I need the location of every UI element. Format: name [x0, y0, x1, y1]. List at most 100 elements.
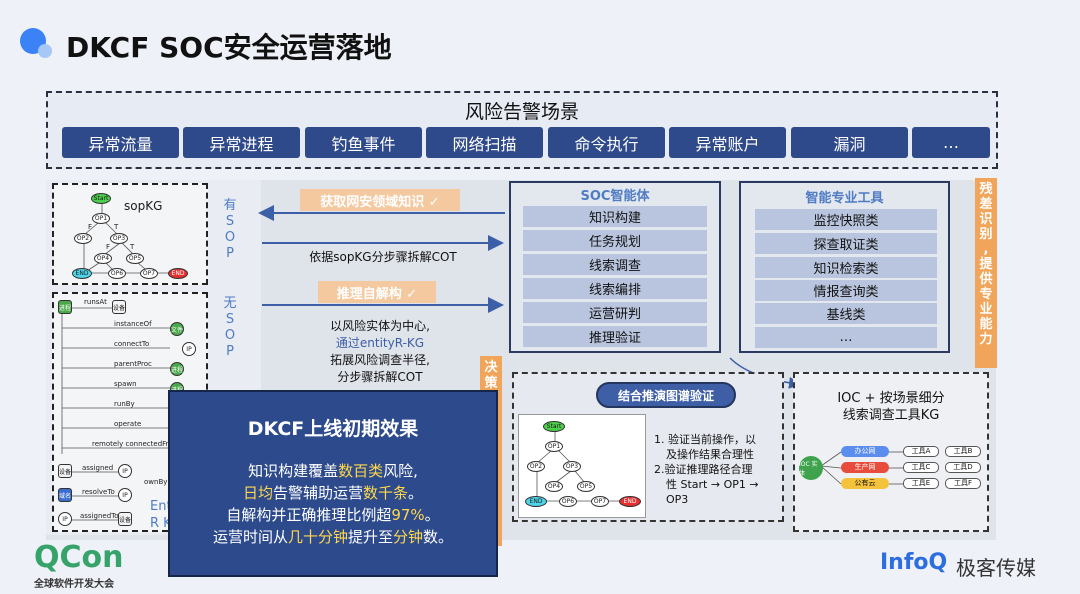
popup-text: 风险,: [383, 462, 418, 480]
entity-center-note: 以风险实体为中心, 通过entityR-KG 拓展风险调查半径, 分步骤拆解CO…: [290, 318, 470, 386]
tool-item: 探查取证类: [755, 233, 937, 254]
sop-node: OP3: [110, 233, 128, 244]
entity-node: IP: [118, 464, 132, 478]
banner-char: ,: [983, 242, 989, 257]
risk-chip: 异常账户: [669, 127, 786, 158]
has-sop-char: O: [224, 230, 236, 245]
ioc-tool: 工具E: [903, 478, 939, 489]
popup-highlight: 日均: [242, 484, 273, 502]
sop-node: OP5: [126, 253, 144, 264]
entity-node: IP: [118, 488, 132, 502]
risk-chip: 漏洞: [791, 127, 908, 158]
qcon-logo: QCon: [34, 540, 124, 575]
sop-node-start: Start: [91, 193, 111, 204]
ioc-title-line: IOC + 按场景细分: [837, 391, 945, 406]
verification-title: 结合推演图谱验证: [596, 382, 736, 408]
relation-label: resolveTo: [82, 488, 115, 496]
ioc-tool: 工具C: [903, 462, 939, 473]
risk-chip: 网络扫描: [426, 127, 543, 158]
ioc-edges: [820, 451, 903, 485]
entity-node: IP: [182, 342, 196, 356]
banner-char: 业: [979, 302, 993, 317]
popup-text: 运营时间从: [212, 528, 288, 546]
has-sop-char: S: [225, 214, 235, 229]
sop-node: OP2: [74, 233, 92, 244]
popup-text: 。: [408, 484, 424, 502]
banner-char: 能: [979, 317, 993, 332]
sop-decompose-note: 依据sopKG分步骤拆解COT: [309, 250, 457, 264]
popup-highlight: 数千条: [363, 484, 409, 502]
verify-node: OP3: [563, 461, 581, 472]
has-sop-label: 有 S O P: [222, 198, 238, 262]
reason-decompose-banner: 推理自解构 ✓: [318, 281, 436, 303]
risk-chip: 钓鱼事件: [305, 127, 422, 158]
sopkg-title: sopKG: [124, 199, 163, 213]
edge-label: F: [106, 243, 111, 251]
qcon-subtitle: 全球软件开发大会: [34, 579, 114, 590]
verify-node: OP6: [559, 496, 577, 507]
sop-node: OP6: [108, 268, 126, 279]
verify-node: OP4: [545, 481, 563, 492]
entity-node: 设备: [118, 512, 132, 526]
popup-line: 日均告警辅助运营数千条。: [170, 482, 496, 504]
popup-body: 知识构建覆盖数百类风险, 日均告警辅助运营数千条。 自解构并正确推理比例超97%…: [170, 460, 496, 548]
soc-agent-item: 线索编排: [523, 278, 707, 299]
relation-label: parentProc: [114, 360, 152, 368]
soc-agent-item: 线索调查: [523, 254, 707, 275]
sop-node-end: END: [168, 268, 188, 279]
ioc-tool: 工具A: [903, 446, 939, 457]
verify-node: OP1: [545, 441, 563, 452]
entity-note-line: 通过entityR-KG: [335, 336, 425, 350]
popup-text: 提升至: [347, 528, 393, 546]
verify-node: OP5: [577, 481, 595, 492]
no-sop-label: 无 S O P: [222, 296, 238, 360]
banner-char: 差: [979, 197, 993, 212]
entity-caption-line1: Ent: [150, 499, 172, 514]
risk-scene-panel: 风险告警场景 异常流量 异常进程 钓鱼事件 网络扫描 命令执行 异常账户 漏洞 …: [46, 91, 998, 169]
popup-highlight: 97%: [391, 506, 425, 524]
ioc-tool: 工具D: [945, 462, 981, 473]
infoq-logo: InfoQ: [880, 550, 948, 575]
verify-step-line: 1. 验证当前操作，以: [654, 433, 756, 446]
has-sop-char: 有: [223, 198, 237, 213]
ioc-title-line: 线索调查工具KG: [842, 408, 940, 423]
no-sop-char: S: [225, 312, 235, 327]
relation-label: runBy: [114, 400, 135, 408]
ioc-title: IOC + 按场景细分 线索调查工具KG: [795, 390, 987, 424]
verify-node-start: Start: [543, 421, 565, 432]
banner-char: 专: [979, 287, 993, 302]
relation-label: connectTo: [114, 340, 150, 348]
tool-item: 基线类: [755, 303, 937, 324]
soc-agent-item: 推理验证: [523, 326, 707, 347]
ioc-tool: 工具B: [945, 446, 981, 457]
popup-highlight: 数百类: [338, 462, 384, 480]
title-dot-small-icon: [38, 44, 52, 58]
popup-line: 知识构建覆盖数百类风险,: [170, 460, 496, 482]
verify-step-line: OP3: [666, 493, 689, 506]
page-title: DKCF SOC安全运营落地: [66, 31, 392, 64]
popup-highlight: 分钟: [393, 528, 424, 546]
sop-node: OP4: [94, 253, 112, 264]
popup-text: 自解构并正确推理比例超: [226, 506, 392, 524]
no-sop-char: 无: [223, 296, 237, 311]
professional-tools-panel: 智能专业工具 监控快照类 探查取证类 知识检索类 情报查询类 基线类 …: [739, 181, 950, 353]
tool-item: 监控快照类: [755, 209, 937, 230]
entity-node: 文件: [170, 322, 184, 336]
sop-node: OP1: [92, 213, 110, 224]
entity-caption-line2: R K: [150, 516, 172, 531]
entity-note-line: 拓展风险调查半径,: [330, 353, 430, 367]
verification-steps: 1. 验证当前操作，以 及操作结果合理性 2.验证推理路径合理 性 Start …: [654, 432, 782, 507]
popup-text: 告警辅助运营: [272, 484, 363, 502]
verify-node-end: END: [619, 496, 641, 507]
banner-char: 提: [979, 257, 993, 272]
geek-media-logo: 极客传媒: [956, 556, 1036, 580]
tool-item: …: [755, 327, 937, 348]
entity-node: 设备: [112, 300, 126, 314]
verify-node: OP2: [527, 461, 545, 472]
relation-label: assigned: [82, 464, 114, 472]
tool-item: 知识检索类: [755, 257, 937, 278]
entity-kg-caption: Ent R K: [150, 498, 172, 532]
banner-char: 识: [979, 212, 993, 227]
residual-identify-banner: 残 差 识 别 , 提 供 专 业 能 力: [975, 178, 997, 368]
get-knowledge-banner: 获取网安领域知识 ✓: [300, 189, 460, 211]
